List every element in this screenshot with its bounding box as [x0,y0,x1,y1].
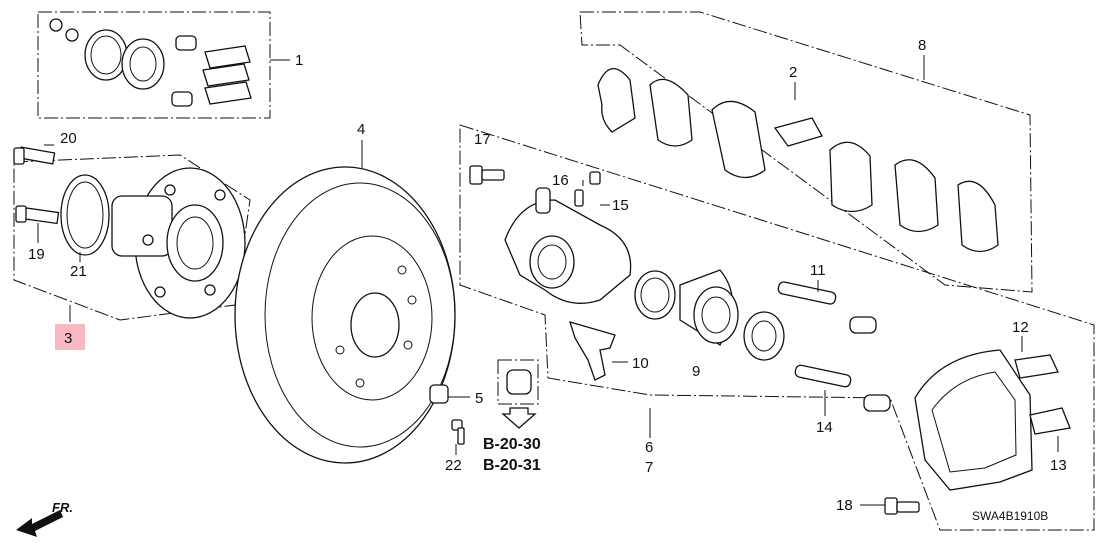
highlight-callout-3 [55,324,85,350]
callout-21: 21 [70,263,87,280]
front-label: FR. [52,500,73,515]
diagram-code: SWA4B1910B [972,509,1048,523]
callout-16: 16 [552,172,569,189]
callout-8: 8 [918,37,926,54]
callout-13: 13 [1050,457,1067,474]
brake-disc-group [234,140,456,464]
brake-pad-group [579,11,1033,293]
callout-9: 9 [692,363,700,380]
callout-18: 18 [836,497,853,514]
seal-kit-group [37,11,290,119]
hub-assembly-group [13,144,251,322]
callout-19: 19 [28,246,45,263]
callout-14: 14 [816,419,833,436]
reference-b-20-30[interactable]: B-20-30 [483,436,541,453]
caliper-assembly-group [459,124,1095,531]
misc-fastener-group [429,359,539,455]
callout-3: 3 [64,330,72,347]
callout-7: 7 [645,459,653,476]
callout-4: 4 [357,121,365,138]
callout-17: 17 [474,131,491,148]
reference-b-20-31[interactable]: B-20-31 [483,457,541,474]
callout-12: 12 [1012,319,1029,336]
callout-10: 10 [632,355,649,372]
callout-22: 22 [445,457,462,474]
callout-6: 6 [645,439,653,456]
front-direction-arrow-icon [16,510,63,537]
callout-5: 5 [475,390,483,407]
callout-1: 1 [295,52,303,69]
callout-15: 15 [612,197,629,214]
callout-20: 20 [60,130,77,147]
callout-11: 11 [810,262,826,279]
callout-2: 2 [789,64,797,81]
